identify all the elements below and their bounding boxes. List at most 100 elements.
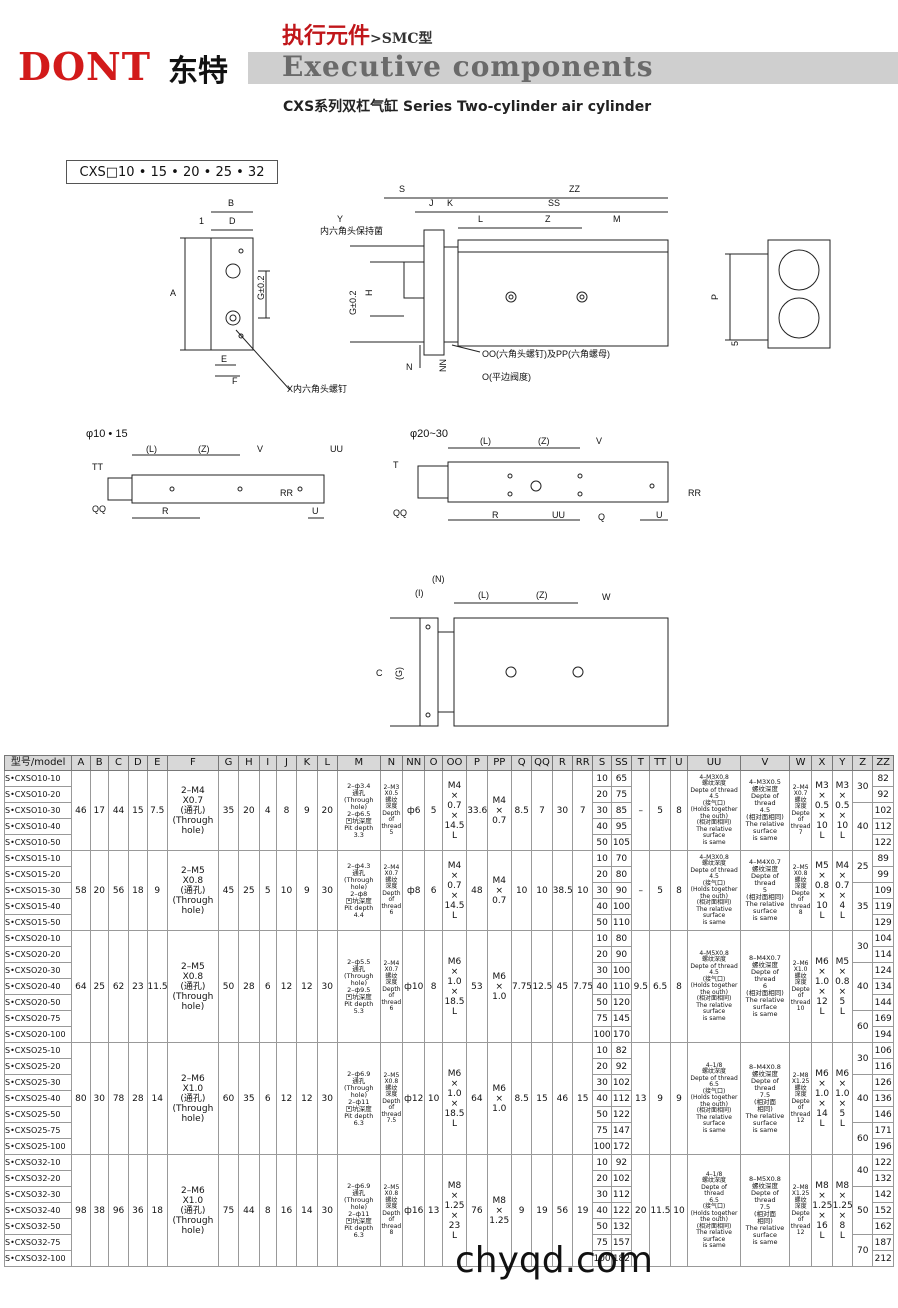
cell-t: 20 bbox=[631, 1154, 651, 1267]
cell-s: 30 bbox=[592, 802, 612, 819]
column-header: UU bbox=[687, 755, 742, 771]
cell-ss: 75 bbox=[610, 786, 633, 803]
cell-k: 9 bbox=[296, 850, 318, 931]
cell-ss: 95 bbox=[610, 818, 633, 835]
cell--model: S•CXSO15-30 bbox=[3, 882, 73, 899]
cell--model: S•CXSO25-30 bbox=[3, 1074, 73, 1091]
cell-z: 30 bbox=[852, 1042, 874, 1075]
cell-zz: 129 bbox=[872, 914, 894, 931]
cell-b: 20 bbox=[89, 850, 109, 931]
column-header: B bbox=[89, 755, 109, 771]
cell-t: 9.5 bbox=[631, 930, 651, 1043]
dim-nn: NN bbox=[438, 359, 448, 372]
dim-paren-l-small: (L) bbox=[146, 444, 157, 454]
cell-k: 9 bbox=[296, 770, 318, 851]
cell-x: M6 × 1.0 × 14 L bbox=[811, 1042, 833, 1155]
dim-paren-n: (N) bbox=[432, 574, 445, 584]
cell--model: S•CXSO20-30 bbox=[3, 962, 73, 979]
cell--model: S•CXSO15-40 bbox=[3, 898, 73, 915]
cell-tt: 6.5 bbox=[649, 930, 671, 1043]
end-view bbox=[180, 211, 291, 391]
dim-p: P bbox=[710, 294, 720, 300]
cell-h: 20 bbox=[238, 770, 260, 851]
cell--model: S•CXSO10-50 bbox=[3, 834, 73, 851]
dim-j: J bbox=[429, 198, 434, 208]
column-header: A bbox=[71, 755, 91, 771]
cell-x: M6 × 1.0 × 12 L bbox=[811, 930, 833, 1043]
cell-pp: M8 × 1.25 bbox=[486, 1154, 512, 1267]
cell-ss: 122 bbox=[610, 1202, 633, 1219]
cell-zz: 106 bbox=[872, 1042, 894, 1059]
cell-z: 60 bbox=[852, 1122, 874, 1155]
column-header: Z bbox=[852, 755, 874, 771]
cell-a: 46 bbox=[71, 770, 91, 851]
column-header: L bbox=[316, 755, 338, 771]
cell-g: 35 bbox=[217, 770, 240, 851]
cell-o: 10 bbox=[424, 1042, 443, 1155]
cell-v: 8–M4X0.8 螺纹深度 Depte of thread 7.5 (相对面 相… bbox=[740, 1042, 790, 1155]
cell-h: 44 bbox=[238, 1154, 260, 1267]
cell-d: 15 bbox=[128, 770, 148, 851]
cell-zz: 112 bbox=[872, 818, 894, 835]
cell-s: 10 bbox=[592, 1154, 612, 1171]
cell-v: 4–M3X0.5 螺纹深度 Depte of thread 4.5 (相对面相同… bbox=[740, 770, 790, 851]
cell-x: M5 × 0.8 × 10 L bbox=[811, 850, 833, 931]
cell-s: 40 bbox=[592, 1090, 612, 1107]
cell--model: S•CXSO10-30 bbox=[3, 802, 73, 819]
model-range: CXS□10 • 15 • 20 • 25 • 32 bbox=[66, 160, 278, 184]
cell-w: 2–M6 X1.0 螺纹 深度 Depte of thread 10 bbox=[788, 930, 813, 1043]
cell-k: 12 bbox=[296, 930, 318, 1043]
cell-a: 58 bbox=[71, 850, 91, 931]
cell-j: 10 bbox=[275, 850, 298, 931]
cell-z: 60 bbox=[852, 1010, 874, 1043]
watermark: chyqd.com bbox=[455, 1240, 653, 1281]
cell-j: 8 bbox=[275, 770, 298, 851]
cell-ss: 82 bbox=[610, 1042, 633, 1059]
cell-rr: 15 bbox=[572, 1042, 594, 1155]
cell-u: 8 bbox=[669, 770, 689, 851]
column-header: PP bbox=[486, 755, 512, 771]
column-header: I bbox=[258, 755, 277, 771]
cell-zz: 124 bbox=[872, 962, 894, 979]
cell-pp: M4 × 0.7 bbox=[486, 850, 512, 931]
dim-qq-small: QQ bbox=[92, 504, 106, 514]
cell--model: S•CXSO25-40 bbox=[3, 1090, 73, 1107]
cell-v: 4–M4X0.7 螺纹深度 Depte of thread 5 (相对面相同) … bbox=[740, 850, 790, 931]
cell-z: 25 bbox=[852, 850, 874, 883]
column-header: R bbox=[551, 755, 574, 771]
column-header: O bbox=[424, 755, 443, 771]
cell-j: 12 bbox=[275, 1042, 298, 1155]
column-header: T bbox=[631, 755, 651, 771]
cell-i: 6 bbox=[258, 930, 277, 1043]
bottom-view bbox=[390, 602, 669, 727]
cell-s: 100 bbox=[592, 1250, 612, 1267]
cell-qq: 10 bbox=[531, 850, 553, 931]
cell-m: 2–ф6.9 通孔 (Through hole) 2–ф11 凹坑深度 Pit … bbox=[336, 1154, 381, 1267]
column-header: N bbox=[379, 755, 404, 771]
cell--model: S•CXSO10-20 bbox=[3, 786, 73, 803]
cell-s: 10 bbox=[592, 770, 612, 787]
cell-nn: ф8 bbox=[402, 850, 426, 931]
cell-h: 35 bbox=[238, 1042, 260, 1155]
cell--model: S•CXSO25-20 bbox=[3, 1058, 73, 1075]
dim-u-large: U bbox=[656, 510, 663, 520]
cell-l: 30 bbox=[316, 1042, 338, 1155]
cell-s: 50 bbox=[592, 914, 612, 931]
cell-ss: 122 bbox=[610, 1106, 633, 1123]
cell-ss: 105 bbox=[610, 834, 633, 851]
cell-b: 38 bbox=[89, 1154, 109, 1267]
cell-s: 100 bbox=[592, 1138, 612, 1155]
column-header: M bbox=[336, 755, 381, 771]
cell-p: 48 bbox=[466, 850, 488, 931]
cell-zz: 212 bbox=[872, 1250, 894, 1267]
cell-ss: 145 bbox=[610, 1010, 633, 1027]
cell-j: 12 bbox=[275, 930, 298, 1043]
